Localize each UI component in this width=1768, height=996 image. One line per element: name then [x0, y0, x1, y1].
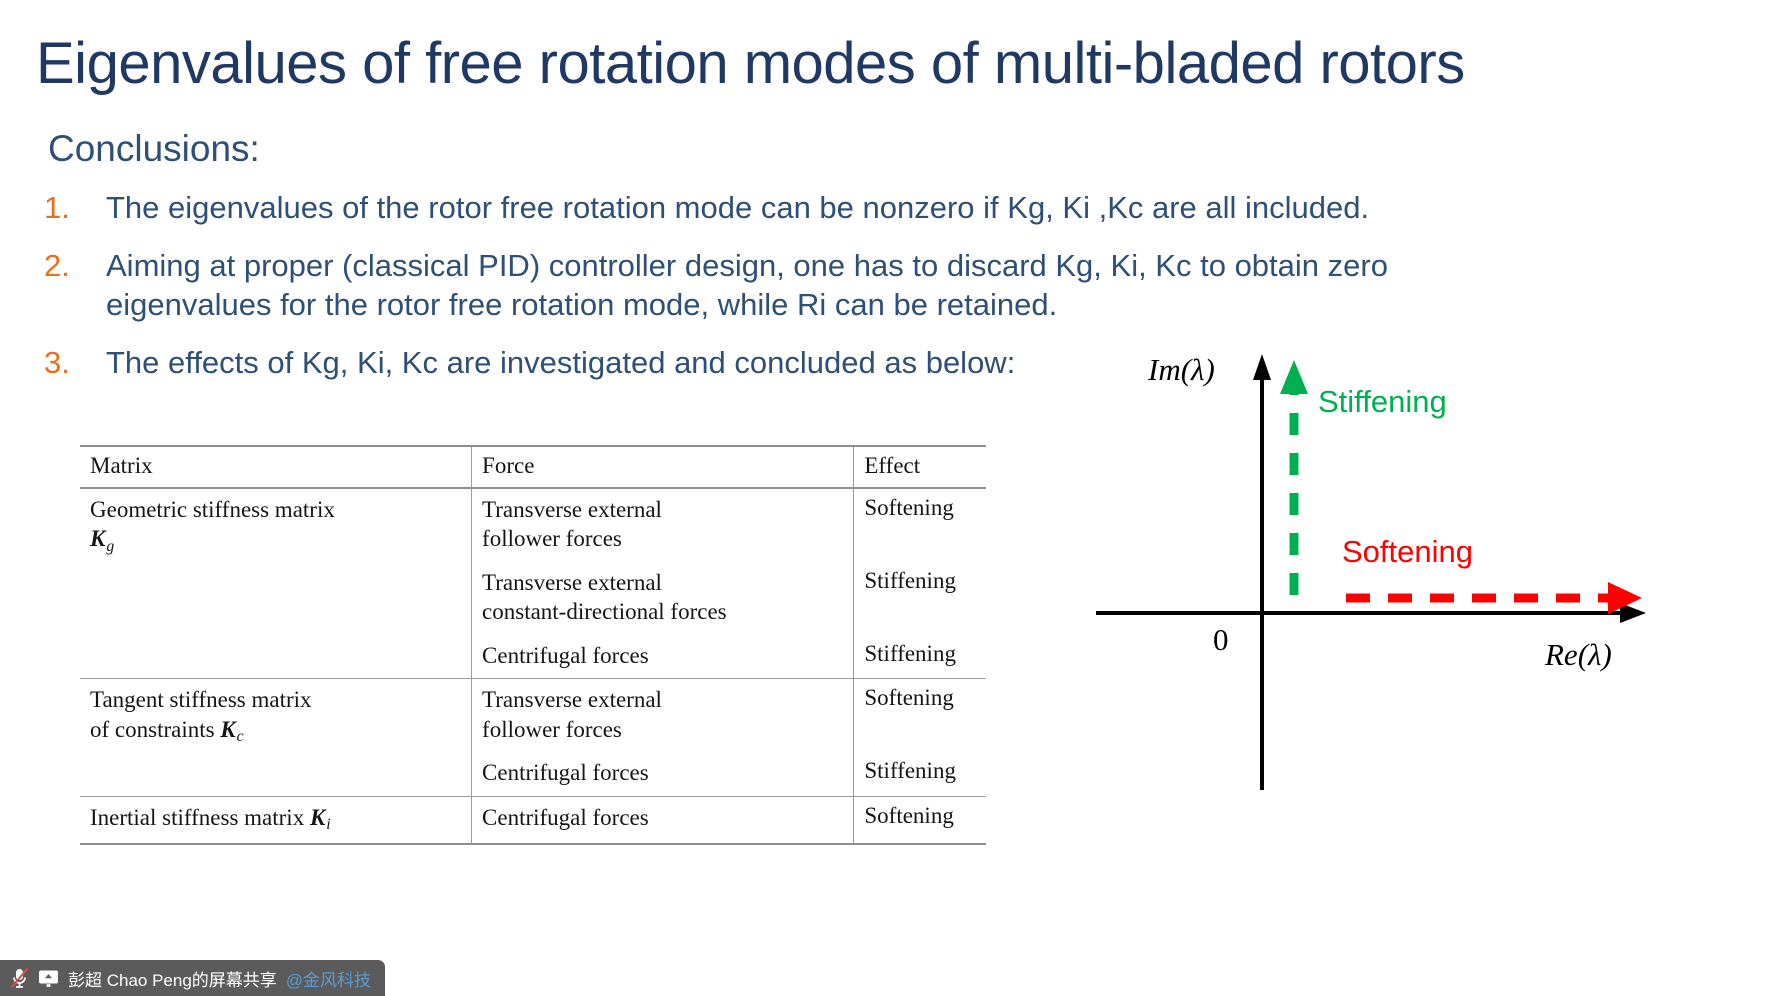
- softening-label: Softening: [1342, 534, 1473, 569]
- table-row: Centrifugal forces Stiffening: [80, 752, 986, 796]
- conclusions-heading: Conclusions:: [48, 128, 260, 169]
- softening-arrowhead: [1608, 582, 1642, 614]
- page-title: Eigenvalues of free rotation modes of mu…: [36, 31, 1465, 96]
- list-item: 1. The eigenvalues of the rotor free rot…: [44, 188, 1444, 228]
- matrix-name: Geometric stiffness matrix: [90, 497, 335, 522]
- force-line: Centrifugal forces: [482, 804, 649, 830]
- list-item-number: 3.: [44, 345, 70, 381]
- column-header-force: Force: [471, 445, 854, 488]
- cell-force: Transverse external constant-directional…: [471, 561, 854, 635]
- column-header-effect: Effect: [853, 445, 986, 488]
- matrix-name-cont: of constraints Kc: [90, 716, 244, 745]
- table-row: Centrifugal forces Stiffening: [80, 634, 986, 679]
- table-row: Transverse external constant-directional…: [80, 561, 986, 635]
- imaginary-axis-label: Im(λ): [1147, 352, 1215, 387]
- cell-matrix: Geometric stiffness matrix Kg: [80, 487, 472, 679]
- cell-effect: Stiffening: [853, 561, 986, 635]
- cell-force: Centrifugal forces: [471, 752, 854, 796]
- share-bar-text: 彭超 Chao Peng的屏幕共享: [68, 970, 277, 990]
- force-line: Transverse external: [482, 497, 662, 522]
- screen-share-status-bar[interactable]: 彭超 Chao Peng的屏幕共享 @金风科技: [0, 960, 386, 996]
- stiffening-arrowhead: [1280, 360, 1308, 394]
- list-item: 3. The effects of Kg, Ki, Kc are investi…: [44, 343, 1444, 383]
- force-line: follower forces: [482, 526, 622, 552]
- matrix-name: Inertial stiffness matrix Ki: [90, 804, 331, 833]
- force-line: Transverse external: [482, 687, 662, 713]
- table-header-row: Matrix Force Effect: [80, 445, 986, 488]
- cell-force: Centrifugal forces: [471, 795, 854, 845]
- list-item-number: 2.: [44, 247, 70, 283]
- share-bar-handle: @金风科技: [285, 970, 372, 990]
- imaginary-axis-arrowhead: [1253, 354, 1271, 380]
- cell-effect: Stiffening: [853, 752, 986, 796]
- conclusions-list: 1. The eigenvalues of the rotor free rot…: [44, 188, 1444, 401]
- cell-effect: Softening: [853, 487, 986, 562]
- cell-effect: Softening: [853, 678, 986, 753]
- force-line: follower forces: [482, 716, 622, 742]
- cell-matrix: Tangent stiffness matrix of constraints …: [80, 678, 472, 796]
- matrix-symbol: Kg: [90, 526, 115, 555]
- real-axis-label: Re(λ): [1544, 637, 1612, 672]
- cell-effect: Stiffening: [853, 634, 986, 679]
- list-item-text: Aiming at proper (classical PID) control…: [106, 247, 1388, 323]
- column-header-matrix: Matrix: [80, 445, 472, 488]
- matrix-name: Tangent stiffness matrix: [90, 687, 312, 713]
- force-line: Centrifugal forces: [482, 642, 649, 668]
- force-line: constant-directional forces: [482, 599, 727, 625]
- stiffening-label: Stiffening: [1318, 384, 1447, 419]
- list-item-text: The eigenvalues of the rotor free rotati…: [106, 190, 1370, 225]
- real-axis-arrowhead: [1620, 603, 1646, 623]
- table-row: Geometric stiffness matrix Kg Transverse…: [80, 487, 986, 679]
- microphone-muted-icon[interactable]: [10, 967, 29, 989]
- list-item: 2. Aiming at proper (classical PID) cont…: [44, 246, 1444, 325]
- table-row: Inertial stiffness matrix Ki Centrifugal…: [80, 795, 986, 845]
- list-item-text: The effects of Kg, Ki, Kc are investigat…: [106, 345, 1016, 381]
- force-line: Transverse external: [482, 569, 662, 595]
- cell-force: Transverse external follower forces: [471, 678, 854, 753]
- cell-effect: Softening: [853, 795, 986, 845]
- origin-label: 0: [1213, 622, 1229, 657]
- cell-matrix: Inertial stiffness matrix Ki: [80, 795, 472, 845]
- table-row: Tangent stiffness matrix of constraints …: [80, 678, 986, 796]
- complex-plane-diagram: Im(λ) Re(λ) 0 Stiffening Softening: [1090, 340, 1750, 810]
- complex-plane-svg: Im(λ) Re(λ) 0 Stiffening Softening: [1096, 352, 1646, 790]
- list-item-number: 1.: [44, 190, 70, 225]
- screen-share-icon[interactable]: [38, 969, 59, 988]
- matrix-effects-table: Matrix Force Effect Geometric stiffness …: [80, 445, 986, 845]
- cell-force: Transverse external follower forces: [471, 487, 854, 562]
- cell-force: Centrifugal forces: [471, 634, 854, 679]
- force-line: Centrifugal forces: [482, 760, 649, 786]
